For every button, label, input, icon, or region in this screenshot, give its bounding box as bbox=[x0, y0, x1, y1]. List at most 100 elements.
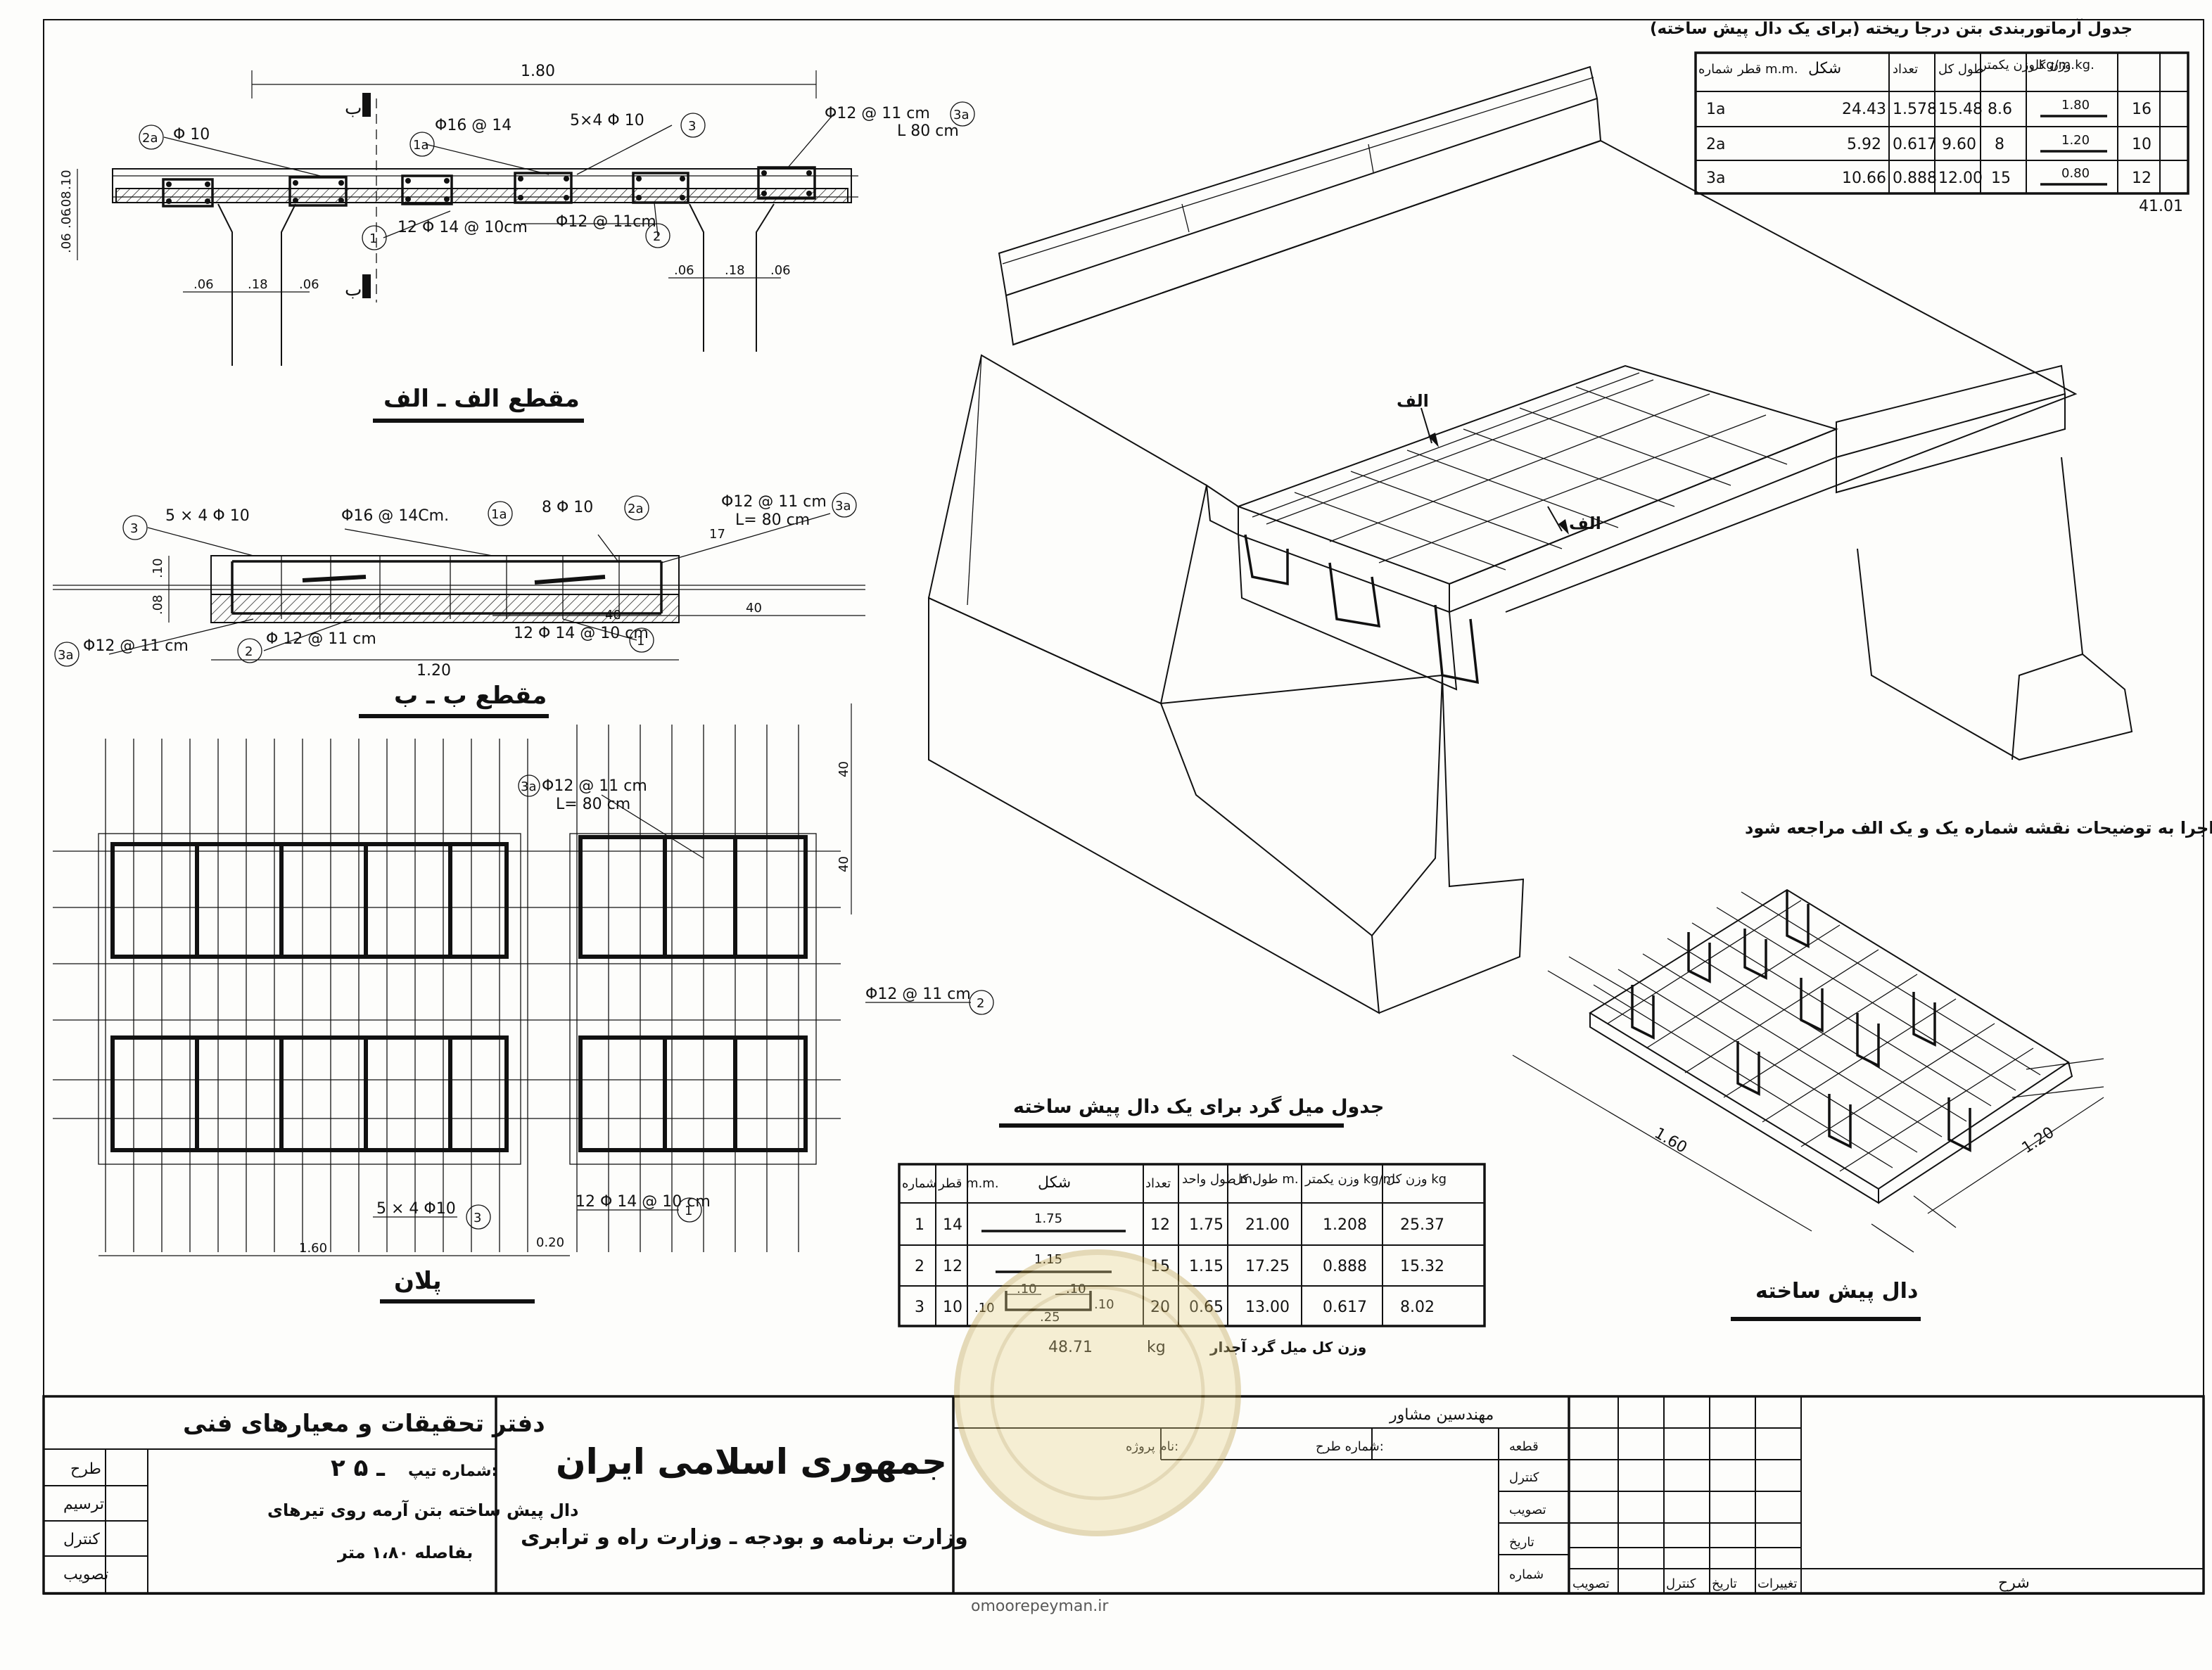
svg-text:وزن یکمتر kg/m.: وزن یکمتر kg/m. bbox=[1980, 58, 2075, 72]
svg-text:شماره تیپ:: شماره تیپ: bbox=[408, 1462, 497, 1480]
svg-text:Φ12 @ 11 cm: Φ12 @ 11 cm bbox=[721, 493, 827, 511]
svg-text:3a: 3a bbox=[1706, 170, 1725, 187]
svg-text:.06: .06 bbox=[299, 277, 319, 292]
svg-text:12 Φ 14 @ 10 cm: 12 Φ 14 @ 10 cm bbox=[514, 625, 649, 642]
svg-text:9.60: 9.60 bbox=[1942, 136, 1976, 153]
svg-text:2: 2 bbox=[245, 644, 253, 659]
svg-text:وزن کل kg: وزن کل kg bbox=[1386, 1172, 1447, 1187]
callout-b-3a-left: 3a Φ12 @ 11 cm bbox=[54, 637, 189, 667]
table-bottom-title: جدول میل گرد برای یک دال پیش ساخته bbox=[1013, 1095, 1384, 1118]
svg-text:شماره: شماره bbox=[1509, 1567, 1544, 1582]
table-top-row-3a: 3a 12 0.80 15 12.00 0.888 bbox=[1706, 166, 2151, 187]
table-bottom-total: 48.71 bbox=[1048, 1339, 1093, 1356]
callout-2a: 2a Φ 10 bbox=[139, 125, 210, 150]
svg-text:5 × 4 Φ10: 5 × 4 Φ10 bbox=[376, 1200, 456, 1218]
svg-text:15: 15 bbox=[1991, 170, 2011, 187]
svg-text:1: 1 bbox=[369, 231, 377, 246]
svg-text:2: 2 bbox=[653, 229, 661, 244]
sheet-number: ۲ ـ ۵ bbox=[331, 1454, 385, 1482]
svg-text:.25: .25 bbox=[1040, 1310, 1060, 1325]
svg-text:13.00: 13.00 bbox=[1245, 1299, 1290, 1316]
svg-text:تصویب: تصویب bbox=[1509, 1503, 1546, 1517]
callout-2: 2 Φ12 @ 11cm bbox=[556, 213, 670, 248]
general-note: قبل از اجرا به توضیحات نقشه شماره یک و ی… bbox=[1745, 818, 2212, 838]
svg-text:14: 14 bbox=[943, 1216, 962, 1234]
svg-text:8 Φ 10: 8 Φ 10 bbox=[542, 499, 593, 516]
svg-text:0.20: 0.20 bbox=[536, 1235, 564, 1250]
svg-text:15.32: 15.32 bbox=[1400, 1258, 1444, 1275]
svg-text:.18: .18 bbox=[725, 263, 745, 278]
svg-text:وزن کل kg.: وزن کل kg. bbox=[2030, 58, 2095, 72]
callout-3: 3 5×4 Φ 10 bbox=[570, 112, 706, 138]
svg-text:تاریخ: تاریخ bbox=[1712, 1576, 1737, 1591]
svg-text:ب: ب bbox=[345, 98, 362, 119]
svg-text:25.37: 25.37 bbox=[1400, 1216, 1444, 1234]
svg-text:شماره: شماره bbox=[902, 1176, 936, 1191]
svg-text:17: 17 bbox=[709, 527, 725, 542]
table-top-title: جدول آرماتوربندی بتن درجا ریخته (برای یک… bbox=[1650, 18, 2132, 38]
plan-callout-1: 1 12 Φ 14 @ 10 cm bbox=[576, 1193, 711, 1223]
svg-text:1.80: 1.80 bbox=[2061, 98, 2090, 113]
svg-text:40: 40 bbox=[605, 608, 621, 623]
iso-arrow-a2: الف bbox=[1569, 514, 1601, 533]
table-bottom-row-3: 3 10 .10 .10 .25 .10 .10 20 0.65 13.00 0… bbox=[915, 1282, 1435, 1325]
table-top-row-2a: 2a 10 1.20 8 9.60 0.617 bbox=[1706, 133, 2151, 153]
svg-text:.06: .06 bbox=[59, 208, 74, 229]
table-bottom-row-1: 1 14 1.75 12 1.75 21.00 1.208 25.37 bbox=[915, 1211, 1444, 1234]
svg-text:طول کل: طول کل bbox=[1938, 62, 1984, 77]
svg-text:5 × 4 Φ 10: 5 × 4 Φ 10 bbox=[165, 507, 250, 525]
title-block: دفتر تحقیقات و معیارهای فنی طرح ترسیم کن… bbox=[42, 1249, 2205, 1615]
svg-text:ب: ب bbox=[345, 279, 362, 300]
svg-text:1: 1 bbox=[915, 1216, 924, 1234]
svg-text:8.6: 8.6 bbox=[1988, 101, 2012, 118]
svg-text:.10: .10 bbox=[59, 170, 74, 190]
svg-text:طول واحد m.: طول واحد m. bbox=[1182, 1172, 1257, 1187]
svg-text:L= 80 cm: L= 80 cm bbox=[735, 511, 810, 529]
svg-text:40: 40 bbox=[837, 856, 851, 872]
table-top-row-1a: 1a 16 1.80 8.6 15.48 1.578 bbox=[1706, 98, 2151, 118]
svg-text:8: 8 bbox=[1995, 136, 2004, 153]
svg-text:شکل: شکل bbox=[1038, 1174, 1071, 1192]
svg-text:1.60: 1.60 bbox=[299, 1241, 327, 1256]
svg-text:12 Φ 14 @ 10 cm: 12 Φ 14 @ 10 cm bbox=[576, 1193, 711, 1211]
svg-text:1: 1 bbox=[685, 1204, 692, 1218]
svg-text:1.15: 1.15 bbox=[1189, 1258, 1223, 1275]
svg-text:.06: .06 bbox=[59, 233, 74, 253]
watermark-seal bbox=[954, 1249, 1241, 1536]
plan-title: پلان bbox=[394, 1267, 442, 1295]
plan-view: 1.60 0.20 40 40 3a Φ12 @ 11 cm L= 80 cm … bbox=[53, 703, 994, 1304]
svg-text:1a: 1a bbox=[491, 507, 507, 522]
svg-text:تصویب: تصویب bbox=[1572, 1576, 1610, 1591]
svg-text:1: 1 bbox=[637, 634, 644, 649]
svg-text:3a: 3a bbox=[521, 779, 536, 794]
svg-text:0.617: 0.617 bbox=[1323, 1299, 1367, 1316]
svg-text:.10: .10 bbox=[974, 1301, 995, 1315]
svg-text:3a: 3a bbox=[835, 499, 851, 514]
svg-text:تعداد: تعداد bbox=[1145, 1176, 1171, 1191]
svg-text:3: 3 bbox=[130, 521, 138, 536]
callout-b-3: 3 5 × 4 Φ 10 bbox=[122, 507, 250, 540]
ministry-name: وزارت برنامه و بودجه ـ وزارت راه و ترابر… bbox=[521, 1525, 968, 1550]
svg-text:10: 10 bbox=[943, 1299, 962, 1316]
section-a-title: مقطع الف ـ الف bbox=[383, 385, 580, 413]
svg-text:قطعه: قطعه bbox=[1509, 1439, 1539, 1454]
isometric-bridge-view: الف الف bbox=[927, 65, 2133, 1014]
svg-text:وزن کل میل گرد آجدار: وزن کل میل گرد آجدار bbox=[1209, 1338, 1366, 1356]
svg-text:تعداد: تعداد bbox=[1893, 62, 1918, 77]
svg-text:3a: 3a bbox=[58, 648, 73, 663]
svg-text:Φ12 @ 11cm: Φ12 @ 11cm bbox=[556, 213, 656, 231]
svg-text:8.02: 8.02 bbox=[1400, 1299, 1435, 1316]
svg-text:Φ12 @ 11 cm: Φ12 @ 11 cm bbox=[83, 637, 189, 655]
svg-text:3a: 3a bbox=[953, 108, 969, 122]
svg-text:1.75: 1.75 bbox=[1034, 1211, 1062, 1226]
svg-text:وزن یکمتر kg/m.: وزن یکمتر kg/m. bbox=[1304, 1172, 1399, 1187]
svg-text:0.888: 0.888 bbox=[1893, 170, 1937, 187]
svg-text:12: 12 bbox=[943, 1258, 962, 1275]
svg-text:3: 3 bbox=[473, 1211, 481, 1225]
svg-text:21.00: 21.00 bbox=[1245, 1216, 1290, 1234]
svg-text:شکل: شکل bbox=[1808, 60, 1841, 77]
svg-text:.06: .06 bbox=[770, 263, 791, 278]
svg-text:تصویب: تصویب bbox=[63, 1566, 108, 1583]
